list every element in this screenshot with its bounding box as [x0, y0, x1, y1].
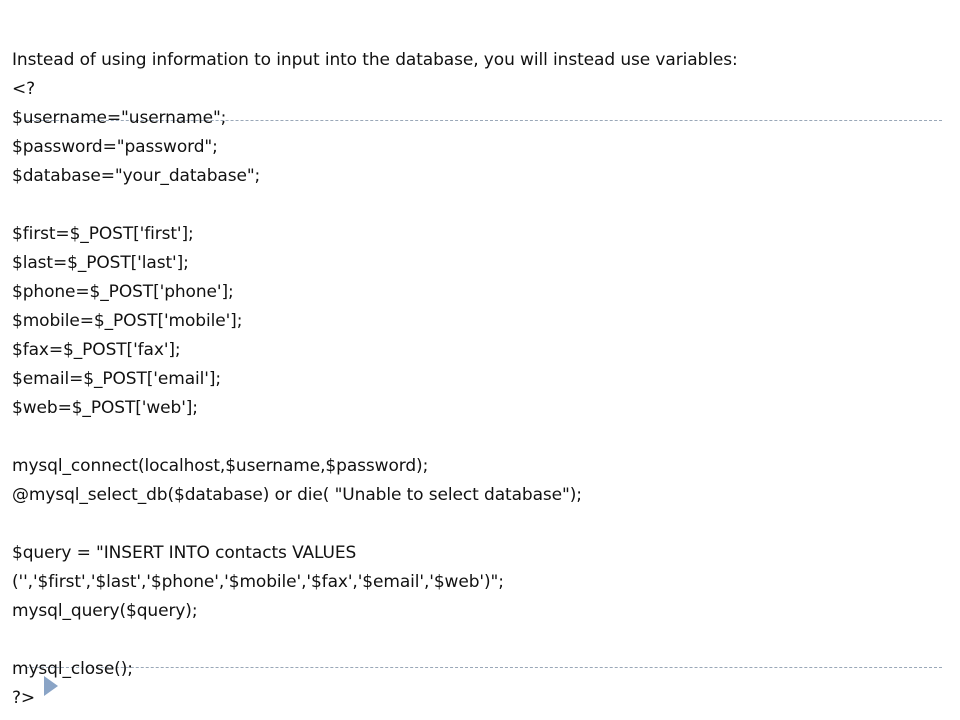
dashed-divider-top [26, 120, 942, 121]
code-line-7: $last=$_POST['last']; [12, 253, 189, 273]
code-line-14: mysql_connect(localhost,$username,$passw… [12, 456, 429, 476]
code-line-10: $fax=$_POST['fax']; [12, 340, 181, 360]
code-line-18: ('','$first','$last','$phone','$mobile',… [12, 572, 504, 592]
code-line-6: $first=$_POST['first']; [12, 224, 194, 244]
code-line-15: @mysql_select_db($database) or die( "Una… [12, 485, 582, 505]
code-line-20 [12, 626, 942, 655]
code-line-1: <? [12, 79, 36, 99]
code-line-4: $database="your_database"; [12, 166, 261, 186]
code-line-3: $password="password"; [12, 137, 218, 157]
code-line-12: $web=$_POST['web']; [12, 398, 198, 418]
code-line-22: ?> [12, 688, 36, 708]
code-line-8: $phone=$_POST['phone']; [12, 282, 234, 302]
code-line-2: $username="username"; [12, 108, 227, 128]
code-line-17: $query = "INSERT INTO contacts VALUES [12, 543, 357, 563]
code-line-21: mysql_close(); [12, 659, 133, 679]
code-line-16 [12, 510, 942, 539]
slide-content: Instead of using information to input in… [12, 46, 942, 714]
triangle-bullet-icon [44, 676, 58, 696]
code-line-11: $email=$_POST['email']; [12, 369, 221, 389]
intro-text: Instead of using information to input in… [12, 50, 738, 70]
code-line-5 [12, 191, 942, 220]
code-line-9: $mobile=$_POST['mobile']; [12, 311, 243, 331]
dashed-divider-bottom [26, 667, 942, 668]
code-line-19: mysql_query($query); [12, 601, 198, 621]
code-line-13 [12, 423, 942, 452]
